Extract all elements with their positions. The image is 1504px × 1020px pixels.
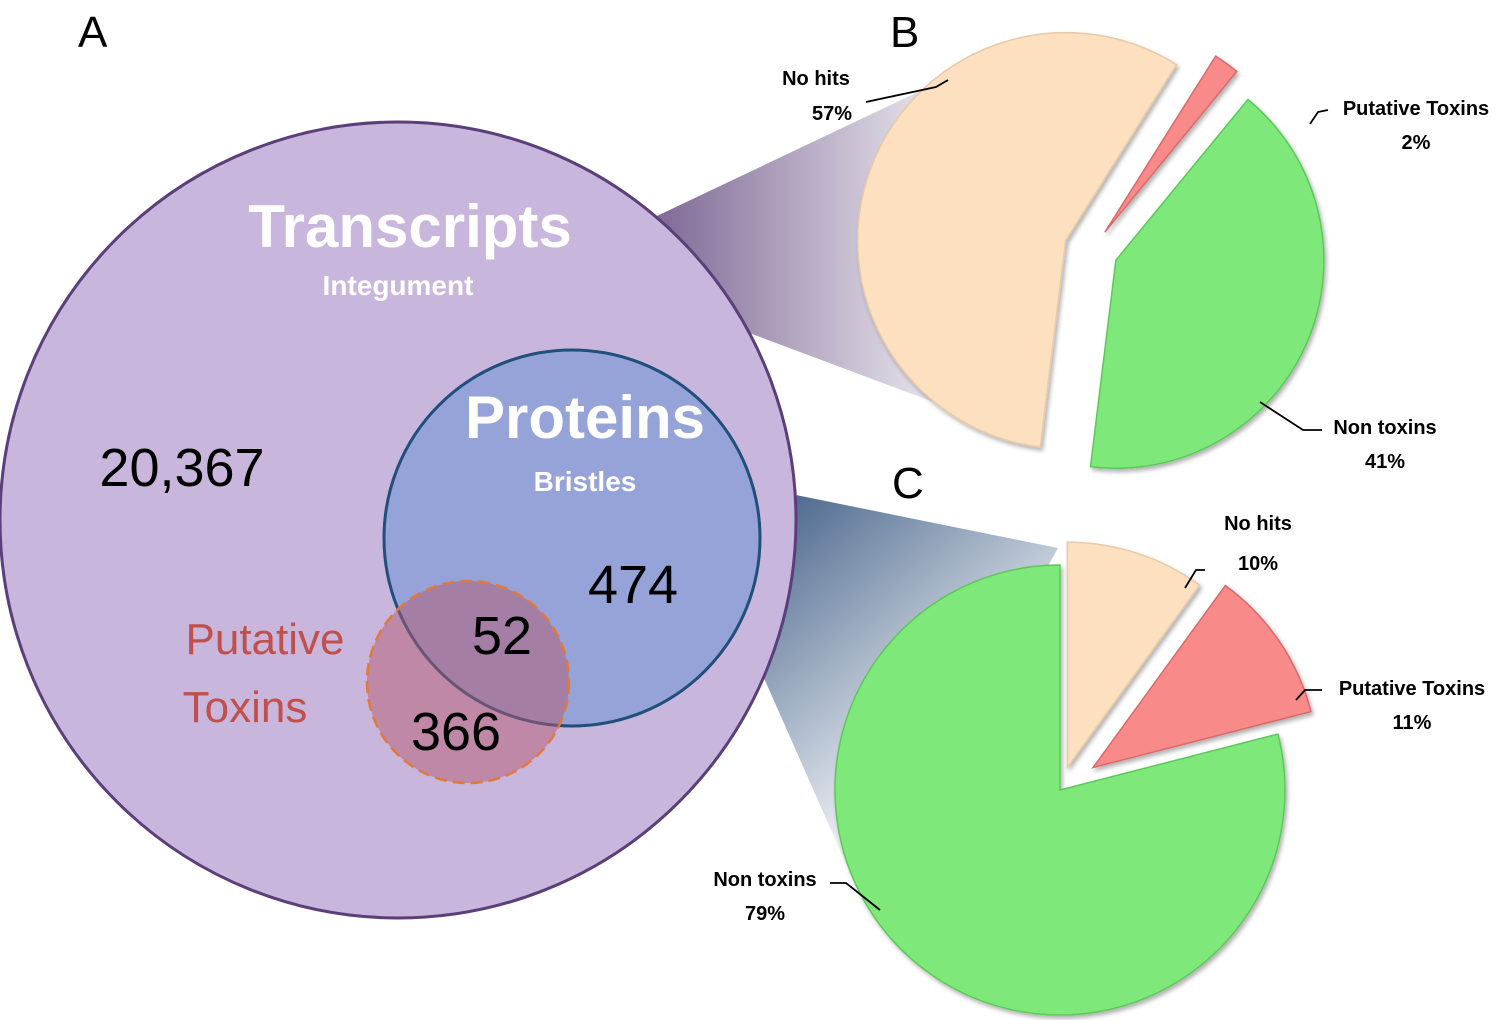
proteins-title: Proteins xyxy=(465,384,705,451)
pie-c-slice-putative-toxins xyxy=(1091,584,1312,769)
panel-letter-c: C xyxy=(892,459,924,508)
pie-b-label-putative-toxins-name: Putative Toxins xyxy=(1343,98,1489,120)
proteins-subtitle: Bristles xyxy=(534,466,637,497)
venn-toxins-circle xyxy=(365,579,571,785)
pie-c-slice-non-toxins xyxy=(834,564,1286,1016)
overlap-count: 52 xyxy=(472,606,532,666)
pie-b-label-no-hits-name: No hits xyxy=(782,68,850,90)
pie-b-leader-non-toxins xyxy=(1259,401,1322,431)
pie-chart-b xyxy=(857,31,1325,470)
callout-wedge-b xyxy=(560,72,960,412)
proteins-count: 474 xyxy=(588,555,678,615)
pie-b-slice-putative-toxins xyxy=(1104,55,1238,233)
pie-c-label-no-hits-name: No hits xyxy=(1224,513,1292,535)
panel-letter-b: B xyxy=(890,8,919,57)
pie-b-label-non-toxins-name: Non toxins xyxy=(1333,417,1436,439)
pie-c-leader-no-hits xyxy=(1184,569,1205,589)
pie-c-label-no-hits-pct: 10% xyxy=(1238,553,1278,575)
pie-c-label-non-toxins-pct: 79% xyxy=(745,903,785,925)
panel-letter-a: A xyxy=(78,8,108,57)
pie-c-label-putative-toxins-pct: 11% xyxy=(1393,712,1432,734)
transcripts-subtitle: Integument xyxy=(323,270,474,301)
pie-b-label-no-hits-pct: 57% xyxy=(812,103,852,125)
pie-c-leader-putative-toxins xyxy=(1295,689,1322,701)
pie-b-slice-non-toxins xyxy=(1089,98,1325,470)
pie-b-label-non-toxins-pct: 41% xyxy=(1365,451,1405,473)
pie-c-leader-non-toxins xyxy=(830,882,881,911)
toxins-label-line1: Putative xyxy=(186,615,345,664)
toxins-count: 366 xyxy=(411,702,501,762)
pie-b-leader-no-hits xyxy=(865,79,949,103)
pie-chart-c xyxy=(834,541,1312,1016)
pie-b-slice-no-hits xyxy=(857,31,1178,448)
pie-b-label-putative-toxins-pct: 2% xyxy=(1402,132,1431,154)
transcripts-count: 20,367 xyxy=(99,438,264,498)
pie-b-leader-putative-toxins xyxy=(1309,109,1329,125)
toxins-label-line2: Toxins xyxy=(183,683,308,732)
transcripts-title: Transcripts xyxy=(248,193,571,260)
pie-c-label-putative-toxins-name: Putative Toxins xyxy=(1339,678,1485,700)
pie-c-slice-no-hits xyxy=(1066,541,1201,770)
pie-c-label-non-toxins-name: Non toxins xyxy=(713,869,816,891)
